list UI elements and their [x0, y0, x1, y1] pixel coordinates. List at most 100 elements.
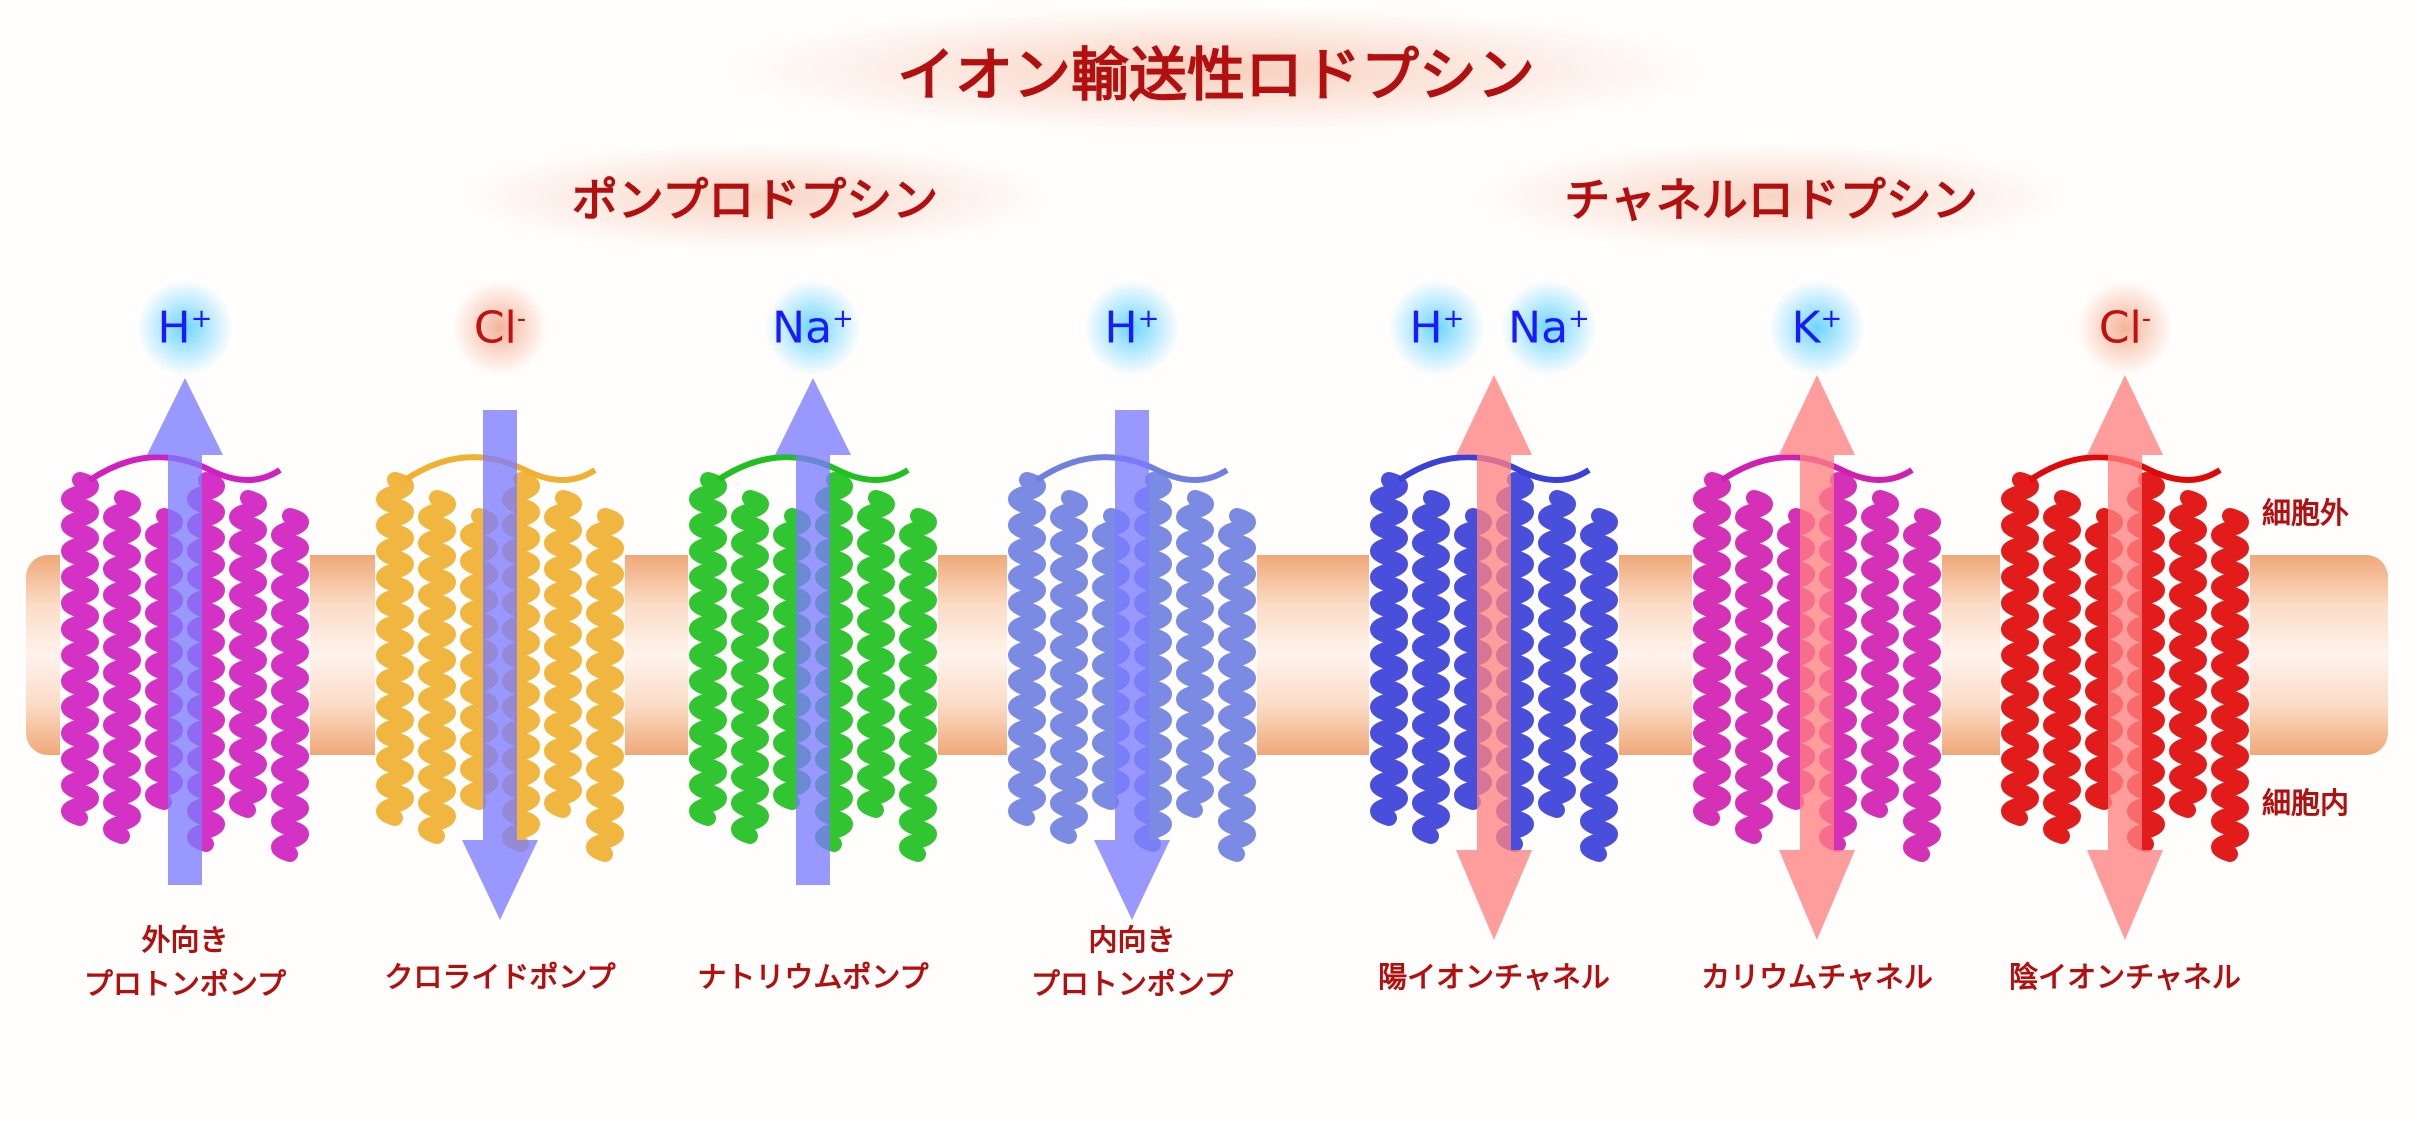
ion-symbol: Na — [772, 302, 833, 354]
helix — [1218, 508, 1256, 862]
up-arrow — [147, 378, 223, 885]
helix — [899, 508, 937, 862]
sodium-pump-structure — [689, 454, 937, 862]
anion-channel-label: 陰イオンチャネル — [2009, 955, 2241, 999]
ion-symbol: H — [1409, 302, 1443, 354]
ion-symbol: H — [1104, 302, 1138, 354]
helix — [1370, 472, 1408, 826]
helix — [418, 490, 456, 844]
ion-charge: + — [1442, 303, 1465, 334]
extracellular-label: 細胞外 — [2262, 496, 2350, 530]
helix — [1580, 508, 1618, 862]
ion-glow — [1082, 278, 1182, 378]
helix — [2001, 472, 2039, 826]
helix — [731, 490, 769, 844]
chloride-pump-label: クロライドポンプ — [384, 955, 615, 999]
helix — [1903, 508, 1941, 862]
ion-na: Na+ — [1508, 303, 1590, 354]
helix — [2043, 490, 2081, 844]
bidirectional-arrow — [1779, 375, 1855, 940]
helix — [689, 472, 727, 826]
up-arrow — [775, 378, 851, 885]
cation-channel-label: 陽イオンチャネル — [1378, 955, 1610, 999]
ion-symbol: K — [1791, 302, 1821, 354]
helix — [1538, 490, 1576, 818]
label-line: 陰イオンチャネル — [2009, 960, 2241, 994]
helix — [586, 508, 624, 862]
down-arrow — [1094, 410, 1170, 920]
loop — [1720, 454, 1914, 483]
ion-symbol: Cl — [2098, 302, 2142, 354]
helix — [103, 490, 141, 844]
ion-charge: - — [2141, 303, 2152, 334]
ion-glow — [135, 278, 235, 378]
pump-rhodopsin-heading: ポンプロドプシン — [571, 173, 939, 227]
helix — [61, 472, 99, 826]
ion-k: K+ — [1792, 303, 1843, 354]
ion-glow — [1767, 278, 1867, 378]
inward-proton-pump-label: 内向きプロトンポンプ — [1031, 918, 1233, 1006]
ion-charge: + — [1568, 303, 1590, 334]
label-line: 陽イオンチャネル — [1378, 960, 1610, 994]
intracellular-label: 細胞内 — [2262, 786, 2350, 820]
main-title: イオン輸送性ロドプシン — [896, 41, 1536, 109]
channel-glow — [1471, 142, 2071, 252]
loop — [1035, 454, 1229, 483]
ion-na: Na+ — [772, 303, 854, 354]
bidirectional-arrow — [2087, 375, 2163, 940]
helix — [2169, 490, 2207, 818]
ion-symbol: H — [157, 302, 191, 354]
ion-charge: + — [832, 303, 854, 334]
label-line: カリウムチャネル — [1701, 960, 1933, 994]
ion-charge: + — [1137, 303, 1160, 334]
ion-glow — [1499, 278, 1599, 378]
helix — [271, 508, 309, 862]
outward-proton-pump-label: 外向きプロトンポンプ — [84, 918, 286, 1006]
bidirectional-arrow — [1456, 375, 1532, 940]
ion-glow — [450, 278, 550, 378]
helix — [376, 472, 414, 826]
helix — [1861, 490, 1899, 818]
loop — [1397, 454, 1591, 483]
label-line: 外向き — [141, 923, 229, 957]
ion-charge: - — [516, 303, 527, 334]
ion-h: H+ — [1410, 303, 1465, 354]
ion-h: H+ — [1105, 303, 1160, 354]
helix — [1693, 472, 1731, 826]
helix — [1050, 490, 1088, 844]
helix — [544, 490, 582, 818]
loop — [716, 454, 910, 483]
ion-cl: Cl- — [2099, 303, 2151, 354]
ion-h: H+ — [158, 303, 213, 354]
ion-symbol: Cl — [473, 302, 517, 354]
label-line: ナトリウムポンプ — [697, 960, 929, 994]
ion-charge: + — [190, 303, 213, 334]
label-line: クロライドポンプ — [384, 960, 616, 994]
label-line: 内向き — [1088, 923, 1176, 957]
ion-charge: + — [1820, 303, 1843, 334]
ion-glow — [2075, 278, 2175, 378]
loop — [403, 454, 597, 483]
ion-glow — [763, 278, 863, 378]
label-line: プロトンポンプ — [1030, 967, 1234, 1001]
sodium-pump-label: ナトリウムポンプ — [697, 955, 928, 999]
loop — [2028, 454, 2222, 483]
helix — [1008, 472, 1046, 826]
cation-channel-structure — [1370, 454, 1618, 862]
label-line: プロトンポンプ — [83, 967, 287, 1001]
potassium-channel-label: カリウムチャネル — [1701, 955, 1933, 999]
pump-glow — [455, 142, 1055, 252]
helix — [1176, 490, 1214, 818]
channel-rhodopsin-heading: チャネルロドプシン — [1564, 173, 1978, 227]
loop — [88, 454, 282, 483]
helix — [2211, 508, 2249, 862]
helix — [1412, 490, 1450, 844]
ion-symbol: Na — [1508, 302, 1569, 354]
helix — [229, 490, 267, 818]
title-glow — [716, 5, 1716, 135]
ion-glow — [1387, 278, 1487, 378]
down-arrow — [462, 410, 538, 920]
helix — [857, 490, 895, 818]
